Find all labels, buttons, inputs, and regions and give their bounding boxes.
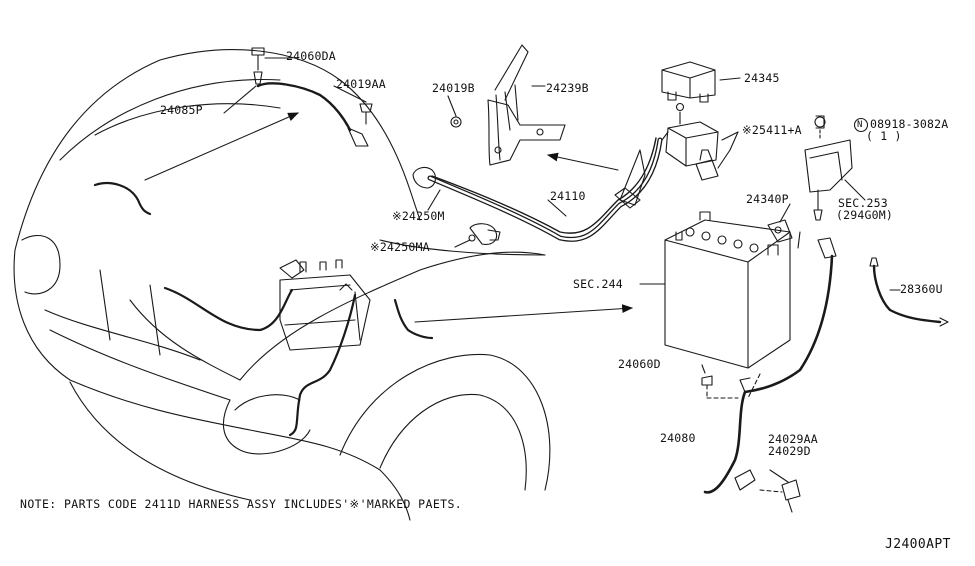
label-24080: 24080 [660, 431, 696, 445]
label-08918-3082a: 08918-3082A [870, 117, 949, 131]
nut-symbol-circle [853, 117, 869, 133]
clip-24250ma [454, 223, 501, 248]
label-24029d: 24029D [768, 444, 811, 458]
label-24019b: 24019B [432, 81, 475, 95]
label-24019aa: 24019AA [336, 77, 386, 91]
label-24060da: 24060DA [286, 49, 336, 63]
diagram-reference-code: J2400APT [885, 537, 951, 552]
cable-28360u [869, 257, 949, 327]
vehicle-body-outline [13, 49, 551, 521]
label-sec253-sub: (294G0M) [836, 208, 893, 222]
label-28360u: 28360U [900, 282, 943, 296]
label-sec244: SEC.244 [573, 277, 623, 291]
sensor-sec253 [804, 115, 866, 221]
ground-cable-24080 [701, 237, 837, 513]
label-24340p: 24340P [746, 192, 789, 206]
label-24085p: 24085P [160, 103, 203, 117]
label-24250ma: ※24250MA [370, 240, 430, 254]
car-wiring [93, 182, 434, 437]
label-24250m: ※24250M [392, 209, 445, 223]
label-08918-qty: ( 1 ) [866, 129, 902, 143]
label-24239b: 24239B [546, 81, 589, 95]
battery-sec244 [639, 211, 791, 369]
cable-24085p [223, 47, 373, 147]
harness-24110 [412, 131, 669, 242]
clamp-24340p [767, 203, 801, 249]
label-24060d: 24060D [618, 357, 661, 371]
label-24345: 24345 [744, 71, 780, 85]
fusible-link-24345 [661, 61, 741, 125]
terminal-25411a [665, 121, 739, 181]
car-battery-sketch [279, 259, 371, 351]
label-25411a: ※25411+A [742, 123, 802, 137]
footnote: NOTE: PARTS CODE 2411D HARNESS ASSY INCL… [20, 497, 463, 511]
label-sec253: SEC.253 [838, 196, 888, 210]
bracket-24239b [447, 44, 566, 166]
label-24029aa: 24029AA [768, 432, 818, 446]
label-n-symbol: N [857, 120, 863, 130]
label-24110: 24110 [550, 189, 586, 203]
